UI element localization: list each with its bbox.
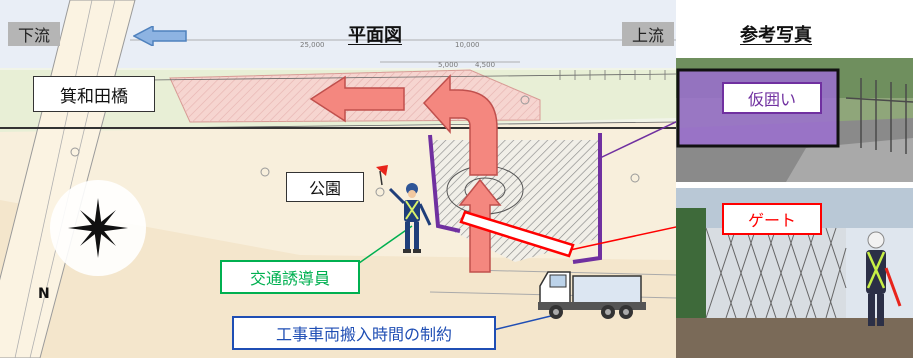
photos-title: 参考写真: [740, 25, 812, 46]
arrow-uturn: [422, 74, 498, 176]
dim-5000: 5,000: [438, 61, 458, 69]
upstream-label: 上流: [622, 22, 674, 46]
guard-connector: [351, 225, 413, 269]
dim-10000: 10,000: [455, 41, 480, 49]
fence-line-left: [428, 134, 461, 233]
traffic-guard-icon: [376, 165, 432, 253]
gate-callout: ゲート: [722, 203, 822, 235]
truck-limit-callout: 工事車両搬入時間の制約: [232, 316, 496, 350]
fence-line-right: [572, 133, 602, 264]
dim-4500: 4,500: [475, 61, 495, 69]
downstream-label: 下流: [8, 22, 60, 46]
north-label: N: [38, 286, 50, 302]
fence-connector: [599, 121, 676, 159]
dump-truck-icon: [538, 271, 646, 319]
arrow-left-1: [309, 75, 405, 123]
gate-bar: [459, 210, 575, 258]
worker-in-photo: [866, 231, 902, 326]
fence-callout: 仮囲い: [722, 82, 822, 114]
gate-photo: [676, 188, 913, 358]
dim-25000: 25,000: [300, 41, 325, 49]
plan-title: 平面図: [348, 25, 402, 46]
fence-photo-image: [676, 58, 913, 182]
gate-photo-image: [676, 188, 913, 358]
truck-connector: [492, 314, 556, 331]
fence-photo: [676, 58, 913, 182]
arrow-left-icon: [133, 26, 187, 46]
traffic-guard-callout: 交通誘導員: [220, 260, 360, 294]
park-label: 公園: [286, 172, 364, 202]
gate-connector: [569, 226, 676, 251]
compass-rose-icon: [50, 180, 146, 276]
bridge-label: 箕和田橋: [33, 76, 155, 112]
